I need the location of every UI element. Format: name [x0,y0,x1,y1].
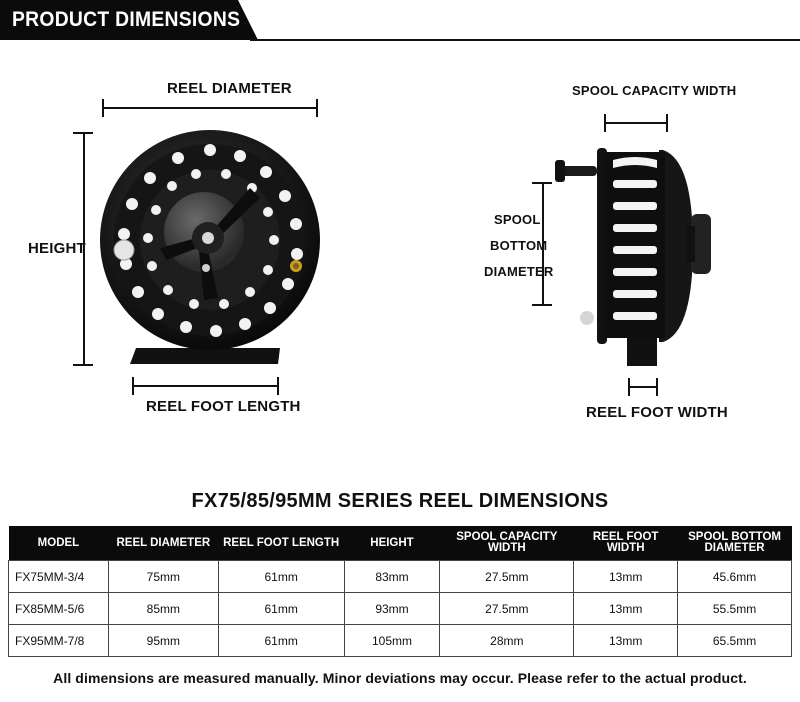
cell-reel-foot-width: 13mm [573,592,679,625]
cell-height: 105mm [343,624,441,657]
spool-capacity-width-dimension-line [604,122,668,124]
header-reel-diameter: REEL DIAMETER [108,526,219,561]
height-dimension-line [83,132,85,366]
cell-spool-capacity-width: 27.5mm [439,592,575,625]
cell-reel-foot-length: 61mm [217,624,345,657]
reel-diameter-dimension-line [102,107,318,109]
reel-foot-length-tick-right [277,377,279,395]
reel-foot-width-label: REEL FOOT WIDTH [586,404,728,421]
reel-foot-width-dimension-line [628,386,658,388]
reel-foot-length-tick-left [132,377,134,395]
table-header-row: MODEL REEL DIAMETER REEL FOOT LENGTH HEI… [8,526,792,561]
height-tick-top [73,132,93,134]
header-spool-bottom-diameter: SPOOL BOTTOM DIAMETER [677,526,792,561]
cell-model: FX85MM-5/6 [8,592,109,625]
header-model: MODEL [8,526,109,561]
cell-height: 93mm [343,592,441,625]
header-reel-foot-width: REEL FOOT WIDTH [573,526,678,561]
cell-spool-bottom-diameter: 65.5mm [677,624,792,657]
reel-foot-width-tick-left [628,378,630,396]
reel-foot-width-tick-right [656,378,658,396]
table-title: FX75/85/95MM SERIES REEL DIMENSIONS [191,490,609,512]
cell-reel-foot-length: 61mm [217,592,345,625]
height-tick-bottom [73,364,93,366]
cell-model: FX75MM-3/4 [8,560,109,593]
cell-spool-bottom-diameter: 55.5mm [677,592,792,625]
cell-reel-diameter: 95mm [107,624,219,657]
reel-front-image [100,130,320,364]
reel-diameter-tick-left [102,99,104,117]
cell-model: FX95MM-7/8 [8,624,109,657]
cell-reel-diameter: 85mm [107,592,219,625]
cell-spool-capacity-width: 28mm [439,624,575,657]
height-label: HEIGHT [28,240,86,257]
spool-bottom-diameter-label-line-3: DIAMETER [484,264,554,279]
reel-diameter-label: REEL DIAMETER [167,80,292,97]
header-reel-foot-length: REEL FOOT LENGTH [218,526,345,561]
disclaimer-footnote: All dimensions are measured manually. Mi… [53,670,747,686]
spool-bottom-diameter-tick-bottom [532,304,552,306]
spool-capacity-width-tick-left [604,114,606,132]
table-row: FX95MM-7/8 95mm 61mm 105mm 28mm 13mm 65.… [8,624,792,657]
spool-bottom-diameter-tick-top [532,182,552,184]
cell-reel-foot-width: 13mm [573,560,679,593]
header-spool-capacity-width: SPOOL CAPACITY WIDTH [439,526,574,561]
reel-foot-length-dimension-line [132,385,279,387]
spool-bottom-diameter-label-line-2: BOTTOM [490,238,548,253]
cell-spool-bottom-diameter: 45.6mm [677,560,792,593]
header-banner [0,0,258,40]
reel-foot-length-label: REEL FOOT LENGTH [146,398,301,415]
cell-spool-capacity-width: 27.5mm [439,560,575,593]
header-divider [250,39,800,41]
page-title: PRODUCT DIMENSIONS [12,8,241,31]
cell-height: 83mm [343,560,441,593]
table-row: FX75MM-3/4 75mm 61mm 83mm 27.5mm 13mm 45… [8,560,792,593]
cell-reel-foot-width: 13mm [573,624,679,657]
header-height: HEIGHT [344,526,440,561]
table-row: FX85MM-5/6 85mm 61mm 93mm 27.5mm 13mm 55… [8,592,792,625]
spool-bottom-diameter-label-line-1: SPOOL [494,212,541,227]
spool-capacity-width-label: SPOOL CAPACITY WIDTH [572,83,737,98]
reel-diameter-tick-right [316,99,318,117]
dimensions-table: MODEL REEL DIAMETER REEL FOOT LENGTH HEI… [8,526,792,657]
reel-side-image [555,148,711,366]
cell-reel-diameter: 75mm [107,560,219,593]
cell-reel-foot-length: 61mm [217,560,345,593]
spool-capacity-width-tick-right [666,114,668,132]
spool-bottom-diameter-dimension-line [542,182,544,306]
